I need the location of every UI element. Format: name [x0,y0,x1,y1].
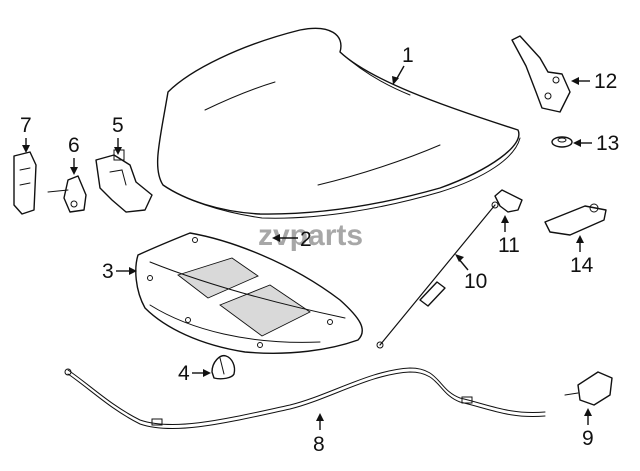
callout-7: 7 [20,114,32,153]
hood-seal [544,203,607,236]
hinge-grommet [551,136,573,148]
support-rod [376,201,499,349]
svg-text:9: 9 [582,427,594,450]
svg-text:5: 5 [112,114,124,137]
hood-hinge [511,35,571,113]
callout-5: 5 [112,114,124,155]
callout-1: 1 [392,44,414,85]
lock-bracket [47,175,87,213]
svg-text:2: 2 [300,228,312,251]
svg-text:1: 1 [402,44,414,67]
callout-8: 8 [313,413,325,456]
svg-text:13: 13 [596,132,619,155]
callout-4: 4 [178,362,211,385]
callout-10: 10 [455,254,487,293]
callout-9: 9 [582,408,594,450]
hood-panel [157,27,521,219]
callout-3: 3 [102,260,137,283]
callout-2: 2 [272,228,312,251]
retainer-clip [211,355,236,380]
release-handle [564,371,613,406]
callout-14: 14 [570,235,594,277]
svg-text:10: 10 [464,270,487,293]
svg-text:8: 8 [313,433,325,456]
svg-text:4: 4 [178,362,190,385]
svg-text:3: 3 [102,260,114,283]
watermark: zvparts [258,219,363,252]
callout-13: 13 [573,132,619,155]
svg-text:6: 6 [68,134,80,157]
hood-insulator [135,232,363,354]
hood-striker [13,151,37,215]
callout-6: 6 [68,134,80,175]
rod-holder [494,189,523,213]
callout-11: 11 [498,215,520,257]
callout-12: 12 [571,70,617,93]
svg-text:7: 7 [20,114,32,137]
svg-text:zvparts: zvparts [258,219,363,252]
svg-text:11: 11 [498,234,520,257]
svg-text:12: 12 [594,70,617,93]
svg-text:14: 14 [570,254,594,277]
hood-lock [95,149,153,213]
release-cable [64,367,546,429]
